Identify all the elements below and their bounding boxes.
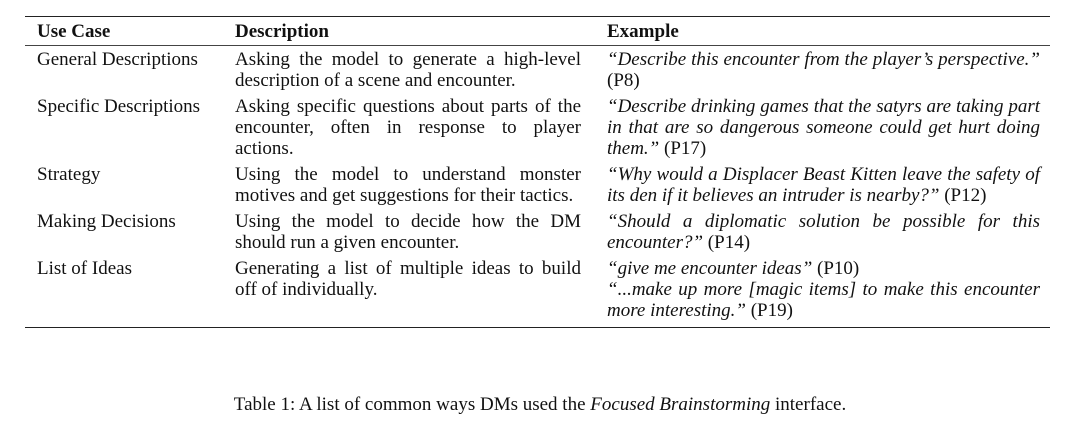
participant-ref: (P12) <box>939 185 987 206</box>
example-cell: “Why would a Displacer Beast Kitten leav… <box>595 164 1050 211</box>
use-case-cell: Specific Descriptions <box>37 96 201 117</box>
participant-ref: (P17) <box>659 138 707 159</box>
table-row: Strategy Using the model to understand m… <box>25 164 1050 211</box>
caption-prefix: Table 1: A list of common ways DMs used … <box>233 394 591 415</box>
use-case-table-container: Use Case Description Example General Des… <box>25 16 1050 328</box>
table-header-row: Use Case Description Example <box>25 16 1050 46</box>
description-cell: Using the model to decide how the DM sho… <box>235 211 581 253</box>
example-quote: “Should a diplomatic solution be possibl… <box>607 211 1040 253</box>
table-caption: Table 1: A list of common ways DMs used … <box>0 394 1080 416</box>
header-use-case: Use Case <box>37 21 111 42</box>
table-row: Specific Descriptions Asking specific qu… <box>25 96 1050 164</box>
use-case-table: Use Case Description Example General Des… <box>25 16 1050 328</box>
table-row: List of Ideas Generating a list of multi… <box>25 258 1050 328</box>
use-case-cell: Making Decisions <box>37 211 176 232</box>
participant-ref: (P10) <box>812 258 860 279</box>
caption-emphasis: Focused Brainstorming <box>590 394 771 415</box>
header-description: Description <box>235 21 329 42</box>
example-quote: “Describe drinking games that the satyrs… <box>607 96 1040 159</box>
example-cell: “Should a diplomatic solution be possibl… <box>595 211 1050 258</box>
example-quote: “give me encounter ideas” <box>607 258 813 279</box>
caption-suffix: interface. <box>770 394 847 415</box>
description-cell: Asking the model to generate a high-leve… <box>235 49 581 91</box>
table-row: Making Decisions Using the model to deci… <box>25 211 1050 258</box>
use-case-cell: List of Ideas <box>37 258 132 279</box>
example-cell: “Describe this encounter from the player… <box>595 46 1050 97</box>
participant-ref: (P14) <box>703 232 751 253</box>
example-quote: “...make up more [magic items] to make t… <box>607 279 1040 321</box>
table-row: General Descriptions Asking the model to… <box>25 46 1050 97</box>
example-cell: “give me encounter ideas” (P10)“...make … <box>595 258 1050 328</box>
example-quote: “Describe this encounter from the player… <box>607 49 1040 70</box>
description-cell: Using the model to understand monster mo… <box>235 164 581 206</box>
description-cell: Generating a list of multiple ideas to b… <box>235 258 581 300</box>
use-case-cell: Strategy <box>37 164 101 185</box>
use-case-cell: General Descriptions <box>37 49 198 70</box>
description-cell: Asking specific questions about parts of… <box>235 96 581 159</box>
participant-ref: (P19) <box>745 300 793 321</box>
example-cell: “Describe drinking games that the satyrs… <box>595 96 1050 164</box>
header-example: Example <box>607 21 679 42</box>
example-quote: “Why would a Displacer Beast Kitten leav… <box>607 164 1040 206</box>
participant-ref: (P8) <box>607 70 640 91</box>
